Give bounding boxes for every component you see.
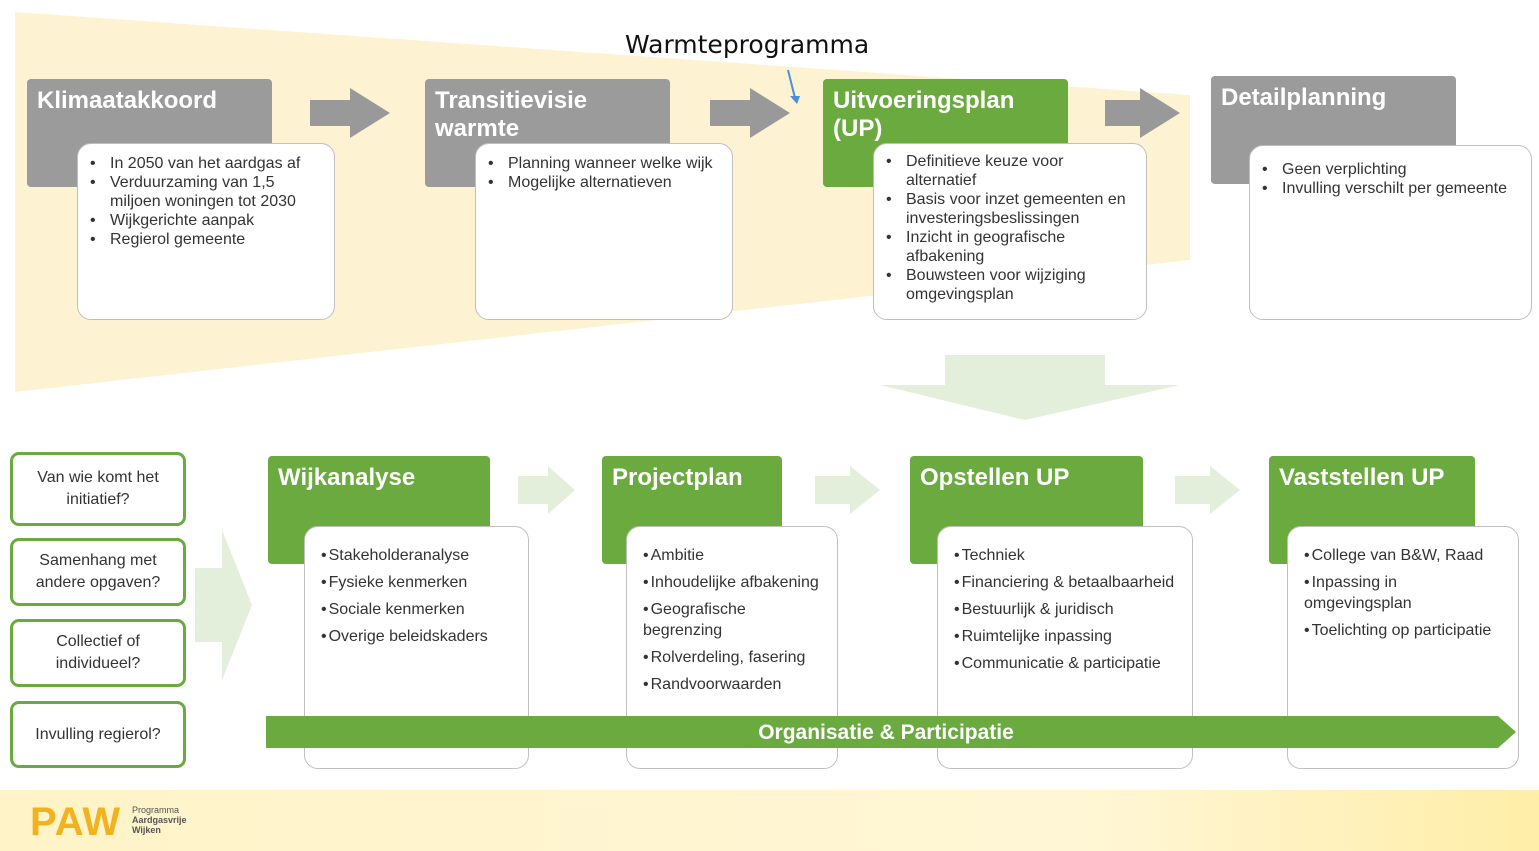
list-item: In 2050 van het aardgas af [90, 154, 324, 173]
list-item: •Rolverdeling, fasering [643, 649, 806, 666]
arrow-b3 [1175, 466, 1240, 514]
paw-subtitle: Programma Aardgasvrije Wijken [132, 805, 187, 835]
list-item: Bouwsteen voor wijziging omgevingsplan [886, 266, 1136, 304]
arrow-b1 [518, 466, 575, 514]
questions-arrow [195, 530, 252, 680]
question-box: Van wie komt het initiatief? [10, 452, 186, 526]
list-item: •College van B&W, Raad [1304, 547, 1484, 564]
step-card-uitvoeringsplan: Definitieve keuze voor alternatief Basis… [873, 143, 1147, 320]
list-item: •Bestuurlijk & juridisch [954, 601, 1114, 618]
list-item: Planning wanneer welke wijk [488, 154, 722, 173]
banner-label: Organisatie & Participatie [758, 721, 1014, 744]
list-item: Regierol gemeente [90, 230, 324, 249]
list-item: Basis voor inzet gemeenten en investerin… [886, 190, 1136, 228]
organisatie-banner: Organisatie & Participatie [266, 716, 1516, 748]
list-item: •Fysieke kenmerken [321, 574, 468, 591]
list-item: •Stakeholderanalyse [321, 547, 470, 564]
down-arrow [880, 355, 1180, 420]
step-card-transitievisie: Planning wanneer welke wijk Mogelijke al… [475, 143, 733, 320]
list-item: •Ambitie [643, 547, 704, 564]
list-item: Definitieve keuze voor alternatief [886, 152, 1136, 190]
arrow-3 [1105, 88, 1180, 138]
arrow-1 [310, 88, 390, 138]
list-item: •Toelichting op participatie [1304, 622, 1492, 639]
step-card-detailplanning: Geen verplichting Invulling verschilt pe… [1249, 145, 1532, 320]
list-item: Wijkgerichte aanpak [90, 211, 324, 230]
list-item: •Communicatie & participatie [954, 655, 1161, 672]
step-card-klimaatakkoord: In 2050 van het aardgas af Verduurzaming… [77, 143, 335, 320]
list-item: •Inhoudelijke afbakening [643, 574, 819, 591]
pointer-arrow [787, 69, 796, 99]
paw-logo: PAW [30, 800, 122, 844]
list-item: Verduurzaming van 1,5 miljoen woningen t… [90, 173, 324, 211]
footer-bar [0, 790, 1539, 851]
list-item: Geen verplichting [1262, 160, 1521, 179]
list-item: •Financiering & betaalbaarheid [954, 574, 1175, 591]
list-item: •Overige beleidskaders [321, 628, 488, 645]
list-item: •Sociale kenmerken [321, 601, 465, 618]
list-item: Invulling verschilt per gemeente [1262, 179, 1521, 198]
list-item: •Randvoorwaarden [643, 676, 782, 693]
arrow-2 [710, 88, 790, 138]
list-item: Mogelijke alternatieven [488, 173, 722, 192]
diagram-title: Warmteprogramma [625, 30, 870, 59]
list-item: •Techniek [954, 547, 1025, 564]
question-box: Invulling regierol? [10, 701, 186, 768]
list-item: •Ruimtelijke inpassing [954, 628, 1112, 645]
list-item: •Geografische begrenzing [643, 601, 746, 639]
question-box: Samenhang met andere opgaven? [10, 538, 186, 606]
list-item: •Inpassing in omgevingsplan [1304, 574, 1412, 612]
arrow-b2 [815, 466, 880, 514]
question-box: Collectief of individueel? [10, 619, 186, 687]
list-item: Inzicht in geografische afbakening [886, 228, 1136, 266]
